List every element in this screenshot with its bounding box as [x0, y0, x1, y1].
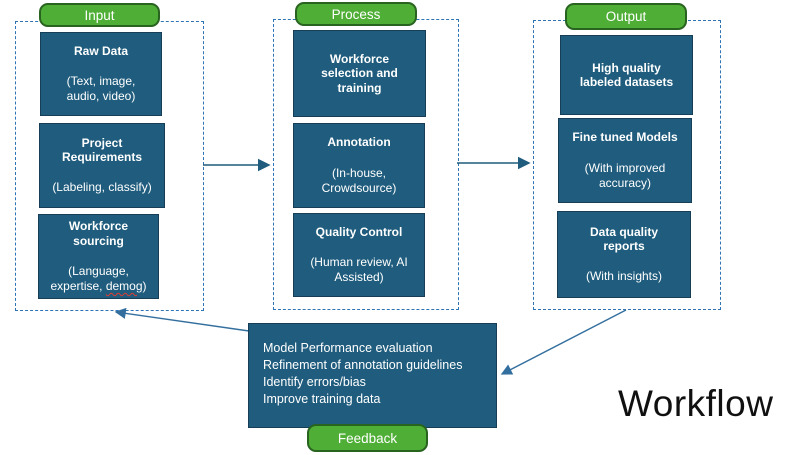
box-title: Data quality reports	[589, 224, 658, 253]
feedback-line: Refinement of annotation guidelines	[263, 357, 463, 372]
feedback-label: Feedback	[337, 430, 398, 446]
raw-data-box: Raw Data (Text, image, audio, video)	[40, 32, 162, 116]
subtitle-text: (Language, expertise,	[50, 263, 129, 293]
box-title: Quality Control	[315, 224, 403, 239]
feedback-box: Model Performance evaluation Refinement …	[248, 323, 497, 428]
box-subtitle: (In-house, Crowdsource)	[321, 165, 397, 195]
box-title: Raw Data	[73, 43, 129, 58]
fine-tuned-models-box: Fine tuned Models (With improved accurac…	[558, 118, 692, 203]
data-quality-reports-box: Data quality reports (With insights)	[557, 211, 691, 298]
process-label-button: Process	[295, 2, 417, 26]
misspelled-word: demog	[105, 278, 143, 293]
output-label-button: Output	[565, 3, 687, 30]
arrow-feedback-to-input	[114, 307, 250, 332]
box-subtitle: (Labeling, classify)	[52, 180, 152, 195]
box-subtitle: (Language, expertise, demog)	[50, 264, 146, 294]
input-label-button: Input	[39, 3, 160, 27]
box-subtitle: (With improved accuracy)	[584, 160, 666, 190]
feedback-line: Improve training data	[263, 391, 381, 406]
workforce-selection-box: Workforce selection and training	[293, 30, 426, 117]
feedback-line: Model Performance evaluation	[263, 340, 433, 355]
output-label: Output	[605, 9, 647, 24]
labeled-datasets-box: High quality labeled datasets	[560, 35, 693, 115]
box-subtitle: (With insights)	[585, 269, 662, 284]
box-title: Annotation	[327, 135, 391, 150]
quality-control-box: Quality Control (Human review, AI Assist…	[293, 213, 425, 297]
box-subtitle: (Text, image, audio, video)	[66, 74, 136, 104]
box-title: Workforce sourcing	[68, 219, 129, 248]
workflow-title: Workflow	[618, 383, 774, 424]
box-title: Fine tuned Models	[572, 130, 678, 145]
input-label: Input	[84, 7, 115, 23]
box-title: Workforce selection and training	[321, 51, 398, 95]
arrow-output-to-feedback	[500, 309, 627, 375]
workforce-sourcing-box: Workforce sourcing (Language, expertise,…	[38, 214, 159, 299]
annotation-box: Annotation (In-house, Crowdsource)	[293, 123, 425, 208]
process-label: Process	[331, 6, 381, 22]
box-subtitle: (Human review, AI Assisted)	[310, 255, 408, 285]
subtitle-text: )	[142, 278, 147, 293]
box-title: High quality labeled datasets	[579, 60, 674, 89]
project-requirements-box: Project Requirements (Labeling, classify…	[39, 123, 165, 208]
box-title: Project Requirements	[61, 135, 143, 164]
feedback-label-button: Feedback	[307, 424, 428, 452]
feedback-line: Identify errors/bias	[263, 374, 366, 389]
